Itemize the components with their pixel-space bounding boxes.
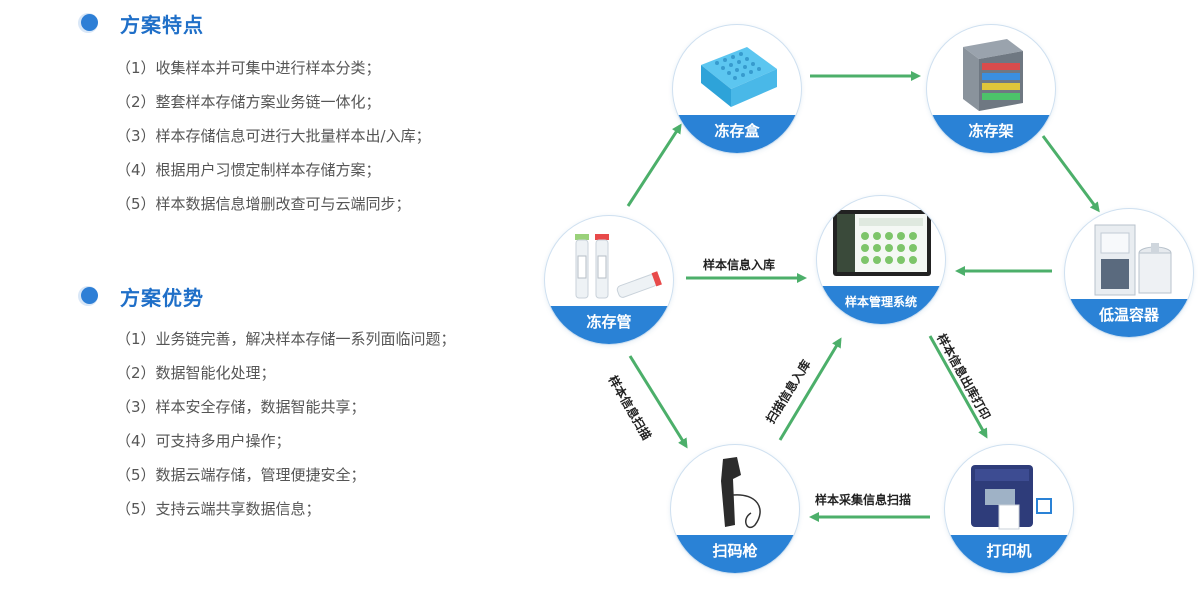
bullet-icon bbox=[78, 13, 98, 33]
node-label: 扫码枪 bbox=[671, 535, 799, 573]
list-item: （4）根据用户习惯定制样本存储方案； bbox=[116, 161, 381, 179]
node-label: 冻存盒 bbox=[673, 115, 801, 153]
cryo-tube-icon bbox=[575, 234, 662, 299]
list-item: （1）收集样本并可集中进行样本分类； bbox=[116, 59, 381, 77]
advantages-title: 方案优势 bbox=[120, 285, 204, 310]
features-list: （1）收集样本并可集中进行样本分类； （2）整套样本存储方案业务链一体化； （3… bbox=[116, 51, 431, 221]
node-printer: 打印机 bbox=[944, 444, 1074, 574]
barcode-scanner-icon bbox=[721, 457, 761, 529]
flow-label-printer-to-scanner: 样本采集信息扫描 bbox=[815, 493, 912, 507]
node-freezer-box: 冻存盒 bbox=[672, 24, 802, 154]
bullet-icon bbox=[78, 286, 98, 306]
features-header: 方案特点 bbox=[78, 8, 548, 38]
flow-label-tube-to-system: 样本信息入库 bbox=[703, 258, 776, 272]
arrow-tube-to-box bbox=[626, 123, 682, 207]
list-item: （5）样本数据信息增删改查可与云端同步； bbox=[116, 195, 411, 213]
arrow-scanner-to-system bbox=[778, 337, 842, 441]
list-item: （3）样本安全存储，数据智能共享； bbox=[116, 398, 366, 416]
list-item: （5）数据云端存储，管理便捷安全； bbox=[116, 466, 366, 484]
node-label: 冻存管 bbox=[545, 306, 673, 344]
list-item: （2）整套样本存储方案业务链一体化； bbox=[116, 93, 381, 111]
node-cryogenic-container: 低温容器 bbox=[1064, 208, 1194, 338]
node-label: 打印机 bbox=[945, 535, 1073, 573]
arrow-system-to-printer bbox=[928, 335, 988, 439]
advantages-section: 方案优势 （1）业务链完善，解决样本存储一系列面临问题； （2）数据智能化处理；… bbox=[78, 281, 548, 518]
list-item: （3）样本存储信息可进行大批量样本出/入库； bbox=[116, 127, 431, 145]
node-sample-management-system: 样本管理系统 bbox=[816, 195, 946, 325]
freezer-icon bbox=[1094, 224, 1172, 296]
node-freezer-rack: 冻存架 bbox=[926, 24, 1056, 154]
node-barcode-scanner: 扫码枪 bbox=[670, 444, 800, 574]
arrow-tube-to-scanner bbox=[628, 355, 688, 449]
advantages-list: （1）业务链完善，解决样本存储一系列面临问题； （2）数据智能化处理； （3）样… bbox=[116, 322, 456, 526]
node-label: 样本管理系统 bbox=[817, 286, 945, 324]
advantages-header: 方案优势 bbox=[78, 281, 548, 311]
list-item: （5）支持云端共享数据信息； bbox=[116, 500, 321, 518]
node-label: 低温容器 bbox=[1065, 299, 1193, 337]
features-section: 方案特点 （1）收集样本并可集中进行样本分类； （2）整套样本存储方案业务链一体… bbox=[78, 8, 548, 213]
freezer-rack-icon bbox=[963, 39, 1023, 111]
list-item: （1）业务链完善，解决样本存储一系列面临问题； bbox=[116, 330, 456, 348]
freezer-box-icon bbox=[701, 47, 777, 107]
node-cryo-tube: 冻存管 bbox=[544, 215, 674, 345]
list-item: （2）数据智能化处理； bbox=[116, 364, 276, 382]
list-item: （4）可支持多用户操作； bbox=[116, 432, 291, 450]
monitor-icon bbox=[833, 210, 931, 276]
printer-icon bbox=[971, 465, 1052, 530]
node-label: 冻存架 bbox=[927, 115, 1055, 153]
features-title: 方案特点 bbox=[120, 12, 204, 37]
